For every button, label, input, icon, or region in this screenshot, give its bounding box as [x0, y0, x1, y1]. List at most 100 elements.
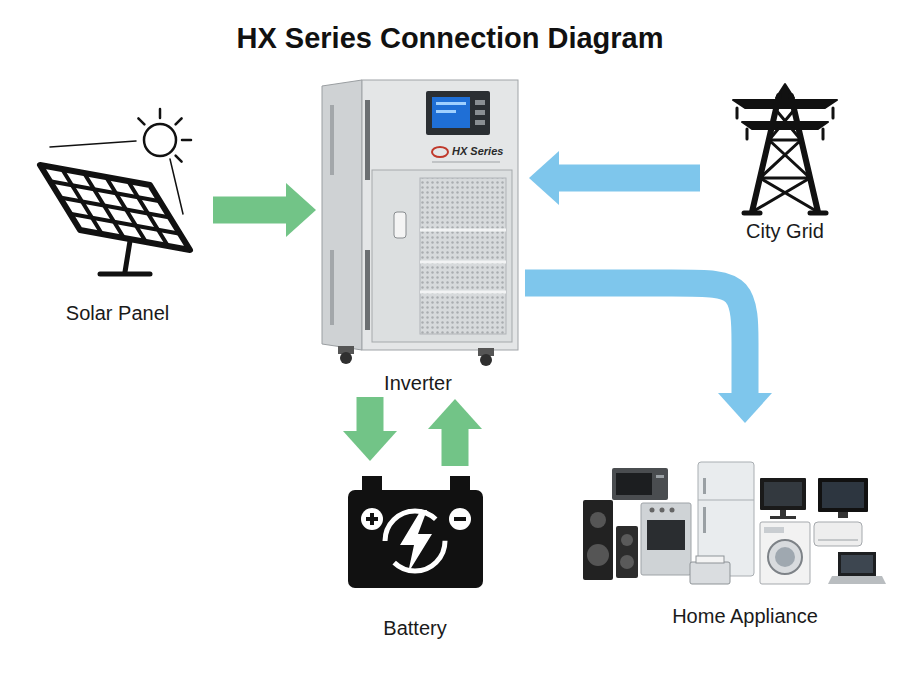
appliances-icon [703, 478, 706, 494]
appliances-icon [650, 508, 655, 513]
appliances-icon [641, 503, 691, 575]
sun-icon [176, 118, 182, 124]
inverter-cabinet [480, 354, 492, 366]
appliances-icon [818, 540, 858, 541]
sun-icon [159, 109, 162, 118]
inverter-cabinet [330, 105, 334, 175]
flow-arrow [442, 428, 469, 466]
appliances-icon [583, 500, 613, 580]
appliances-icon [698, 500, 754, 501]
appliances-icon [670, 508, 675, 513]
component-node: Solar Panel [25, 110, 210, 325]
inverter-cabinet [432, 162, 500, 163]
pylon-icon [752, 96, 779, 212]
inverter-cabinet [475, 120, 485, 125]
flow-arrow [357, 397, 384, 432]
appliances-icon [660, 508, 665, 513]
inverter-cabinet [426, 91, 490, 135]
inverter-cabinet [365, 100, 370, 180]
appliances-icon [587, 544, 609, 566]
appliances-icon [764, 527, 784, 533]
inverter-cabinet [362, 80, 518, 350]
appliances-icon [690, 562, 730, 584]
component-node: Inverter [318, 78, 518, 395]
appliances-icon [822, 482, 864, 508]
appliances-icon [621, 534, 633, 546]
appliances-icon [612, 468, 668, 500]
sun-icon [176, 156, 182, 162]
solar-panel-icon [125, 241, 130, 272]
battery-icon [449, 508, 471, 530]
appliances-icon [780, 510, 786, 517]
product-series-label: HX Series [452, 145, 503, 158]
pylon-icon [752, 178, 818, 212]
appliances-icon [616, 526, 638, 578]
appliances-icon [760, 478, 806, 510]
appliances-icon [620, 555, 634, 569]
flow-arrow [525, 283, 745, 394]
inverter-cabinet [436, 110, 456, 113]
inverter-cabinet [420, 291, 506, 294]
component-node: City Grid [712, 80, 858, 243]
sun-icon [182, 139, 191, 142]
battery-icon [400, 510, 432, 573]
pylon-icon [810, 211, 826, 216]
pylon-icon [736, 108, 739, 118]
battery-icon [454, 517, 466, 521]
appliances-icon [703, 507, 706, 533]
appliances-icon [760, 522, 810, 584]
appliances-icon [775, 547, 795, 567]
sun-icon [144, 124, 176, 156]
sun-icon [170, 159, 183, 214]
appliances-icon [656, 475, 664, 478]
appliances-icon [768, 540, 802, 574]
battery-icon [362, 476, 382, 492]
solar-panel-icon [40, 165, 190, 250]
diagram-title: HX Series Connection Diagram [0, 21, 900, 55]
sun-icon [50, 141, 136, 147]
battery-icon [370, 513, 374, 525]
component-label: Solar Panel [66, 301, 169, 325]
inverter-cabinet [420, 229, 506, 232]
component-label: City Grid [746, 219, 824, 243]
inverter-cabinet [340, 352, 352, 364]
pylon-icon [746, 129, 749, 139]
pylon-icon [733, 84, 837, 213]
panel-grid [70, 214, 180, 234]
pylon-icon [733, 100, 837, 108]
pylon-icon [822, 129, 825, 139]
inverter-cabinet [420, 178, 506, 334]
component-label: Battery [383, 616, 446, 640]
appliances-icon [818, 478, 868, 512]
inverter-cabinet [372, 170, 512, 342]
battery-icon [450, 476, 470, 492]
appliances-icon [696, 556, 724, 563]
component-node: Battery [340, 470, 490, 640]
solar-panel-icon [100, 272, 150, 277]
panel-grid [50, 169, 180, 246]
flow-arrow [213, 197, 287, 224]
inverter-cabinet [420, 261, 506, 264]
appliances-icon [583, 462, 886, 584]
appliances-icon [647, 520, 685, 550]
appliances-icon [828, 576, 886, 584]
pylon-icon [744, 211, 760, 216]
inverter-cabinet [322, 80, 518, 366]
pylon-icon [791, 96, 818, 212]
inverter-cabinet [436, 102, 466, 105]
inverter-cabinet [432, 147, 448, 157]
appliances-icon [770, 516, 796, 519]
inverter-cabinet [394, 212, 406, 238]
solar-panel-icon [40, 109, 191, 274]
sun-icon [138, 118, 144, 124]
appliances-icon [838, 512, 848, 518]
pylon-icon [760, 140, 810, 178]
inverter-cabinet [330, 250, 334, 325]
component-label: Inverter [384, 371, 452, 395]
inverter-cabinet [322, 80, 362, 350]
appliances-icon [616, 473, 652, 495]
inverter-cabinet [432, 97, 470, 128]
appliances-icon [590, 512, 606, 528]
